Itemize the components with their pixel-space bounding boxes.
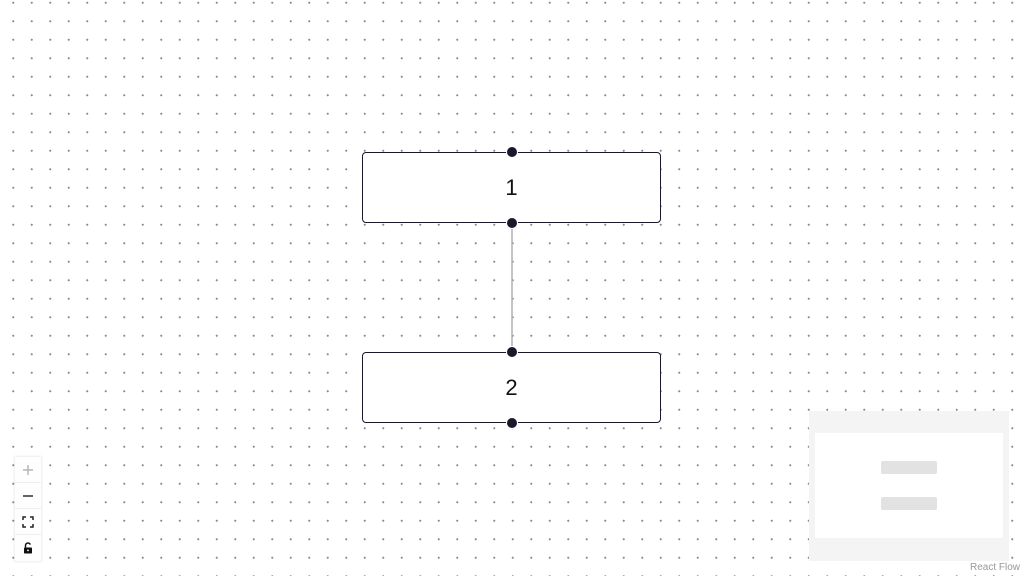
minimap-node-2 xyxy=(881,497,937,510)
lock-icon xyxy=(22,542,34,554)
flow-node-1[interactable]: 1 xyxy=(362,146,661,229)
node-2-source-handle[interactable] xyxy=(505,417,518,429)
node-1-target-handle[interactable] xyxy=(505,146,518,158)
minimap[interactable] xyxy=(809,411,1009,561)
fit-view-icon xyxy=(22,515,34,528)
minimap-viewport xyxy=(815,433,1003,538)
node-label: 2 xyxy=(505,374,518,400)
minimap-node-1 xyxy=(881,461,937,474)
react-flow-attribution-link[interactable]: React Flow xyxy=(967,561,1022,574)
zoom-in-button[interactable] xyxy=(15,457,41,483)
fit-view-button[interactable] xyxy=(15,509,41,535)
node-2-target-handle[interactable] xyxy=(505,346,518,358)
node-label: 1 xyxy=(505,174,518,200)
minus-icon xyxy=(22,490,34,502)
zoom-out-button[interactable] xyxy=(15,483,41,509)
flow-node-2[interactable]: 2 xyxy=(362,346,661,429)
flow-controls xyxy=(15,457,41,561)
node-1-source-handle[interactable] xyxy=(505,217,518,229)
plus-icon xyxy=(22,464,34,476)
lock-button[interactable] xyxy=(15,535,41,561)
